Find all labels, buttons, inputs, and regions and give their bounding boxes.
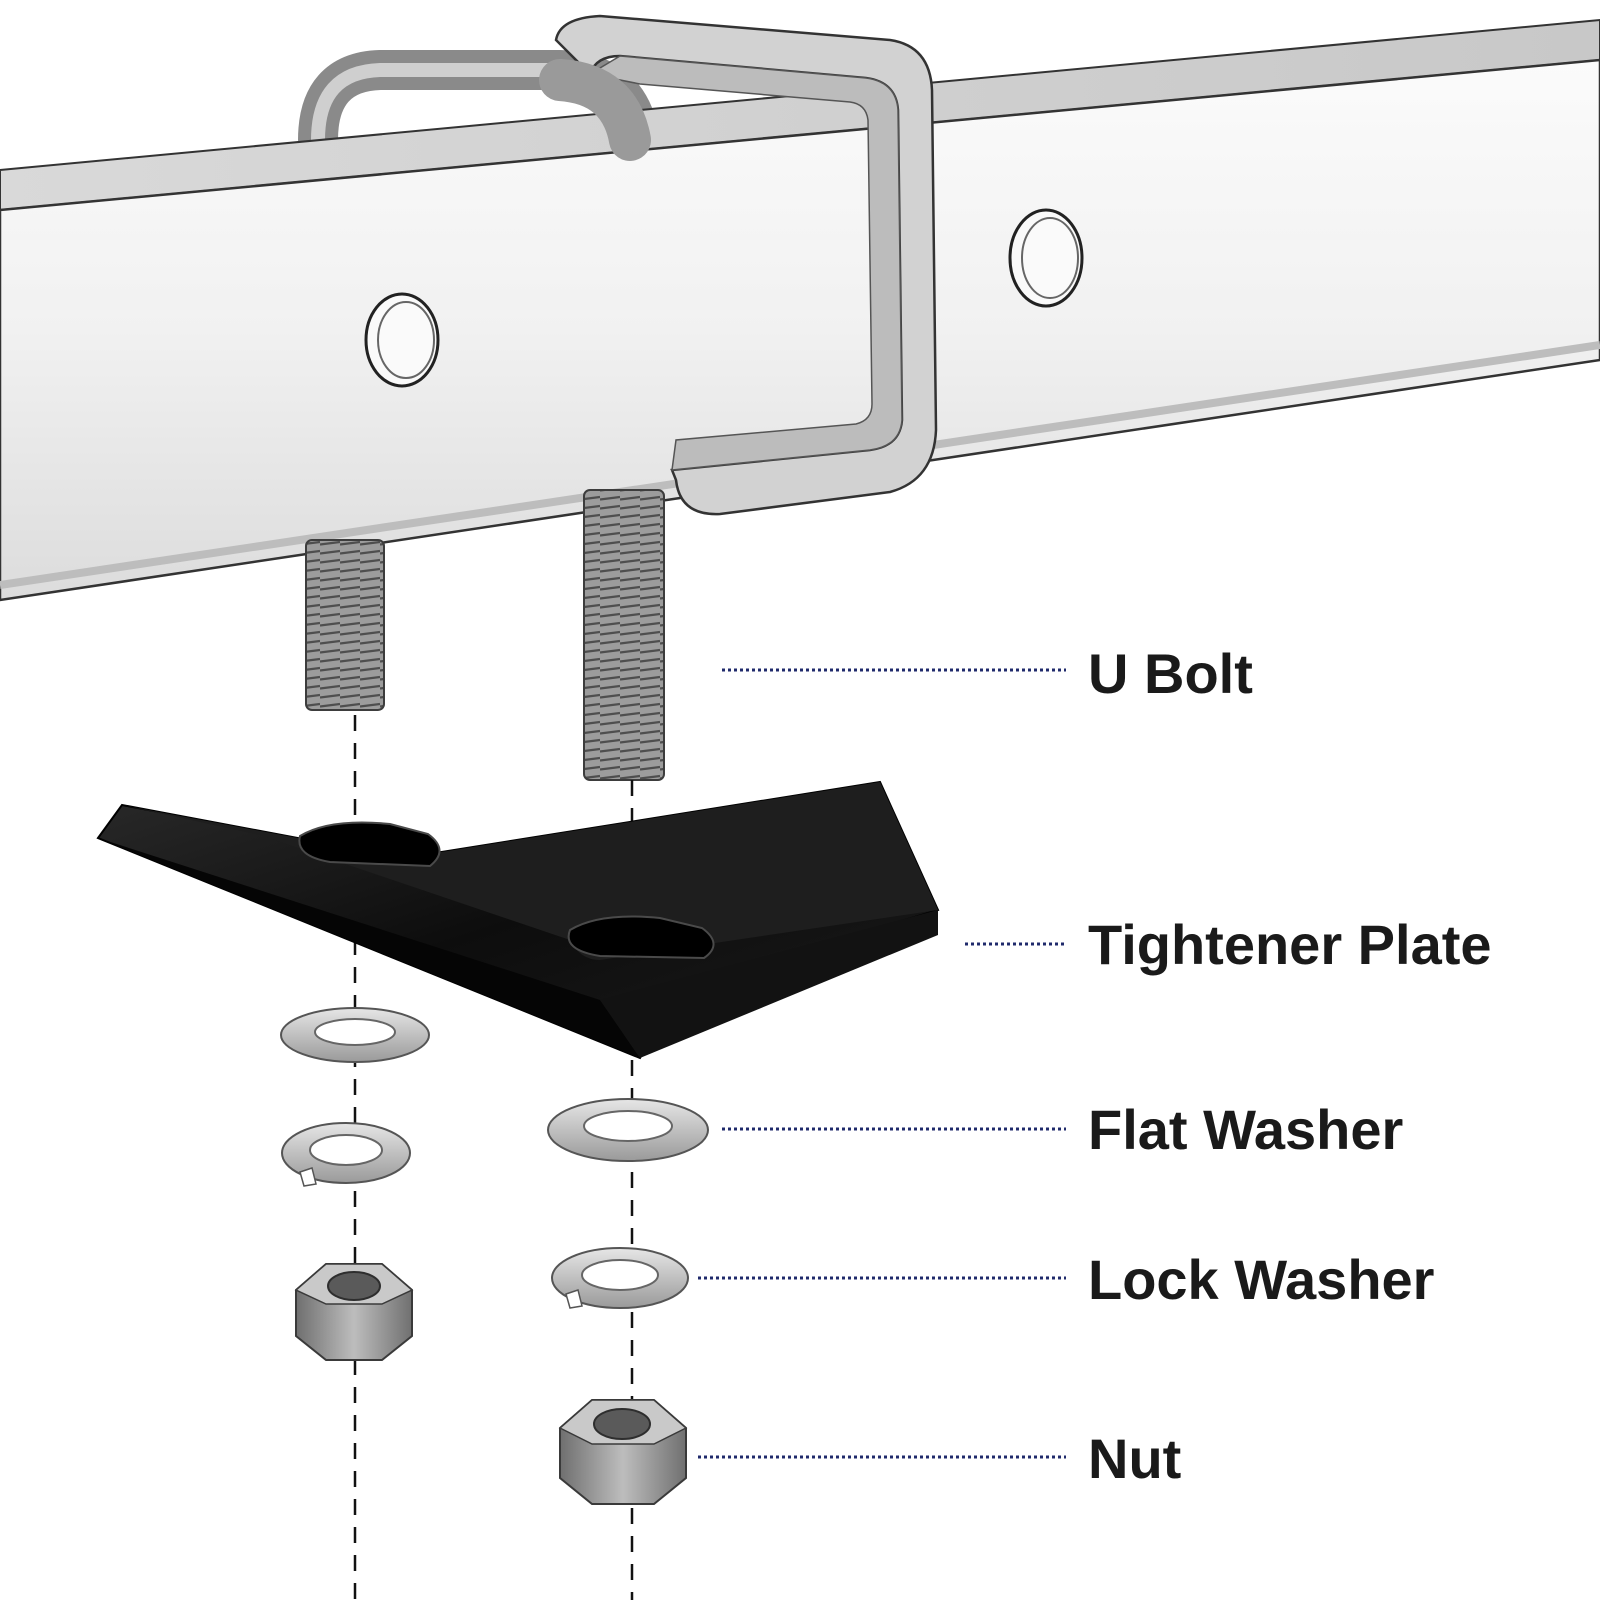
hitch-receiver-tube [0,18,1600,602]
right-hardware-stack [547,1098,709,1505]
leader-lines [698,668,1066,1459]
flat-washer [547,1098,709,1162]
label-nut: Nut [1088,1427,1182,1490]
label-u-bolt: U Bolt [1088,642,1253,705]
tightener-plate [96,780,940,1060]
pin-hole-right [1008,208,1084,308]
lock-washer-left [281,1122,411,1187]
u-bolt-left-leg [305,539,385,711]
u-bolt [305,59,665,781]
label-flat-washer: Flat Washer [1088,1098,1404,1161]
label-lock-washer: Lock Washer [1088,1248,1435,1311]
pin-hole-left [364,292,440,388]
flat-washer-left [280,1007,430,1063]
label-tightener-plate: Tightener Plate [1088,913,1492,976]
lock-washer [551,1247,689,1309]
hex-nut-left [294,1263,414,1361]
u-bolt-right-leg [583,489,665,781]
hex-nut [558,1399,688,1505]
left-hardware-stack [280,1007,430,1361]
